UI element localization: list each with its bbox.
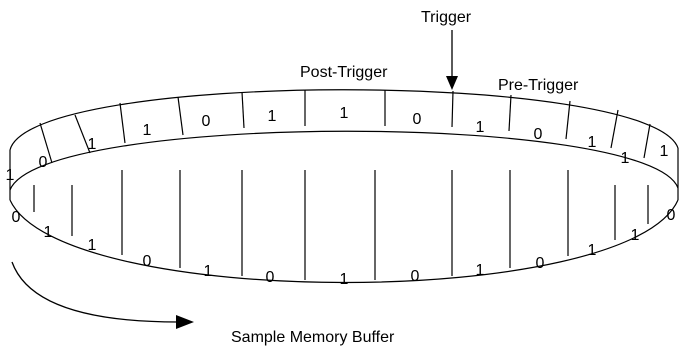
ring-bottom-edge — [9, 199, 679, 284]
top-cell-divider — [643, 123, 651, 159]
top-bit-cell: 1 — [88, 136, 97, 153]
bottom-bit-cell: 1 — [88, 237, 97, 254]
bottom-bit-cell: 0 — [667, 207, 676, 224]
top-cell-divider — [119, 102, 126, 144]
top-cell-divider — [39, 122, 53, 164]
bottom-bit-cell: 0 — [411, 268, 420, 285]
top-cell-divider — [508, 94, 512, 132]
top-bit-cell: 1 — [6, 167, 15, 184]
top-cell-dividers — [39, 90, 651, 164]
top-bit-cell: 0 — [202, 113, 211, 130]
top-bit-cell: 1 — [476, 119, 485, 136]
top-bit-cell: 1 — [621, 150, 630, 167]
top-bit-cell: 0 — [534, 126, 543, 143]
post-trigger-label: Post-Trigger — [300, 64, 388, 81]
bottom-bit-cell: 1 — [340, 271, 349, 288]
bottom-bit-cell: 1 — [588, 242, 597, 259]
bottom-bit-cell: 1 — [476, 262, 485, 279]
top-bit-cell: 1 — [143, 122, 152, 139]
top-bit-cell: 1 — [340, 105, 349, 122]
bottom-cell-dividers — [33, 170, 649, 280]
ring-inner-edge — [9, 130, 679, 191]
bottom-bit-cell: 1 — [204, 263, 213, 280]
bottom-bit-values: 0 1 1 0 1 0 1 0 1 0 1 1 0 — [12, 207, 676, 288]
bottom-bit-cell: 0 — [266, 269, 275, 286]
top-cell-divider — [565, 100, 571, 140]
trigger-arrow-head — [446, 76, 458, 90]
bottom-bit-cell: 0 — [143, 253, 152, 270]
top-cell-divider — [241, 91, 245, 129]
top-bit-cell: 0 — [39, 154, 48, 171]
trigger-label: Trigger — [421, 9, 472, 26]
top-bit-values: 1 0 1 1 0 1 1 0 1 0 1 1 1 — [6, 105, 669, 184]
ring-top-edge — [9, 89, 679, 151]
top-cell-divider — [74, 114, 91, 154]
bottom-bit-cell: 0 — [12, 209, 21, 226]
top-bit-cell: 1 — [660, 143, 669, 160]
bottom-bit-cell: 1 — [44, 224, 53, 241]
top-cell-divider — [177, 96, 184, 136]
bottom-bit-cell: 1 — [631, 227, 640, 244]
rotation-arrow — [11, 261, 179, 323]
top-bit-cell: 1 — [588, 134, 597, 151]
rotation-arrow-head — [176, 315, 194, 329]
buffer-label: Sample Memory Buffer — [231, 329, 395, 346]
bottom-bit-cell: 0 — [536, 255, 545, 272]
top-bit-cell: 0 — [413, 111, 422, 128]
top-cell-divider — [451, 90, 454, 128]
top-cell-divider — [610, 109, 619, 149]
top-bit-cell: 1 — [268, 108, 277, 125]
pre-trigger-label: Pre-Trigger — [498, 77, 579, 94]
